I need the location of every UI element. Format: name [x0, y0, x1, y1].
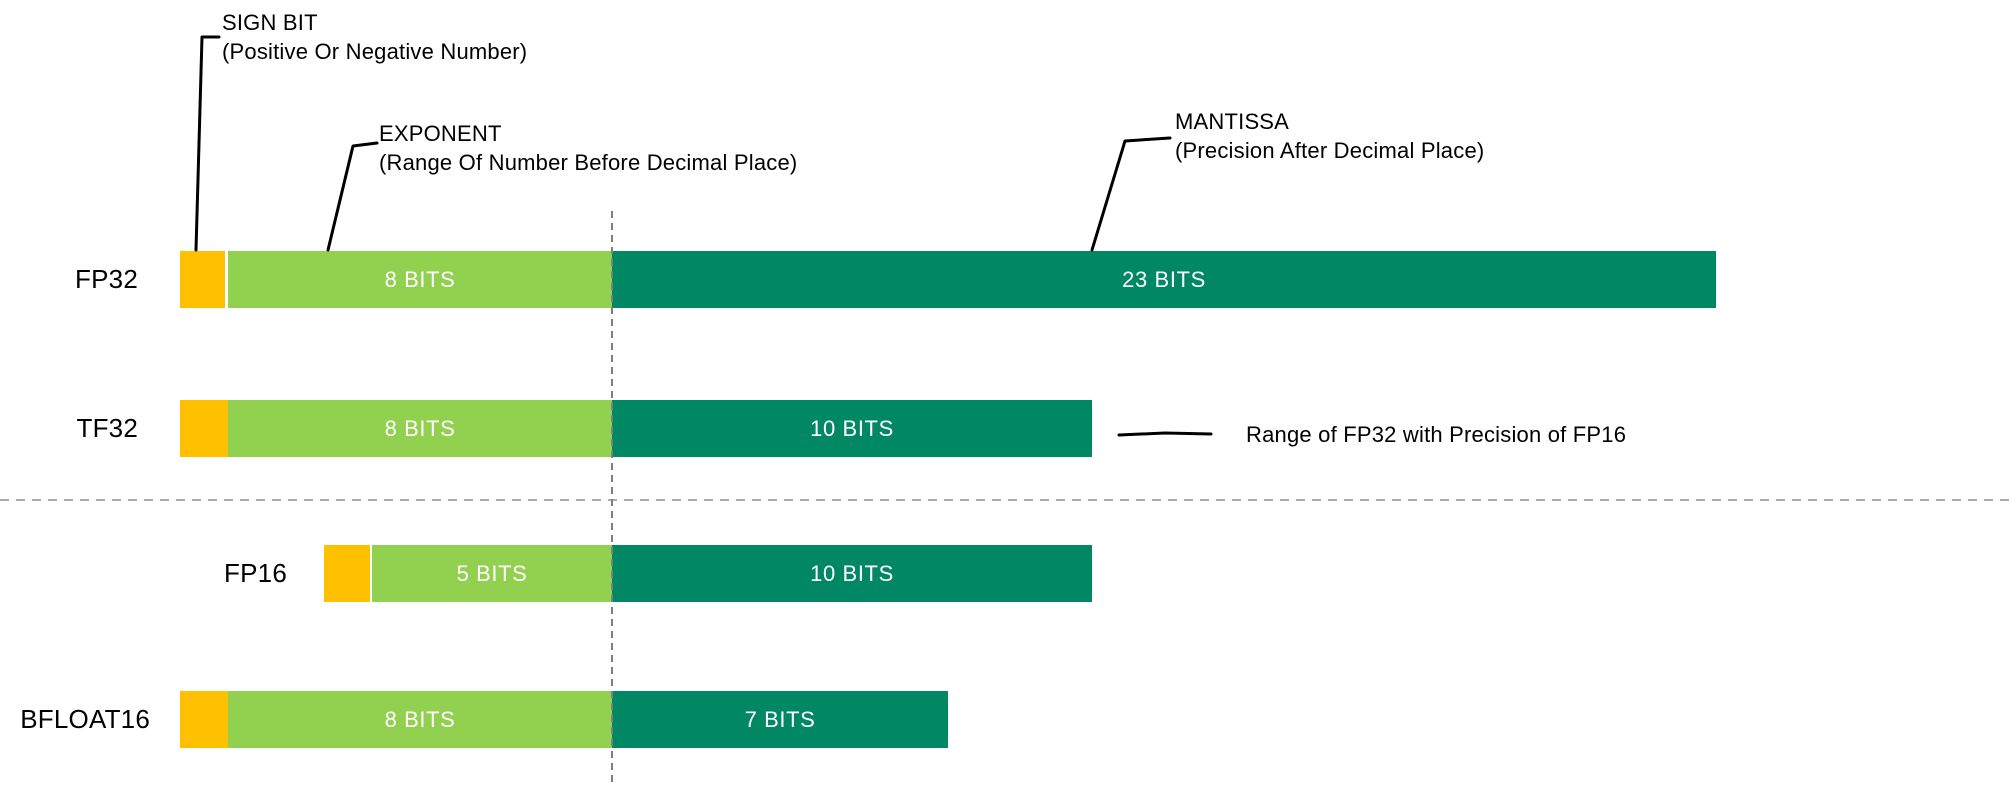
sign-bit-annotation: SIGN BIT (Positive Or Negative Number) — [222, 8, 527, 66]
mantissa-annotation: MANTISSA (Precision After Decimal Place) — [1175, 107, 1484, 165]
tf32-note-dash-line — [1117, 431, 1213, 437]
tf32-note: Range of FP32 with Precision of FP16 — [1246, 422, 1627, 447]
mantissa-segment: 10 BITS — [612, 400, 1092, 457]
format-label: BFLOAT16 — [20, 704, 150, 734]
exponent-segment: 8 BITS — [228, 400, 612, 457]
mantissa-bits-label: 10 BITS — [810, 560, 894, 586]
exponent-segment: 8 BITS — [228, 251, 612, 308]
sign-bit-leader-line — [194, 35, 221, 252]
sign-bit-annotation-subtitle: (Positive Or Negative Number) — [222, 39, 528, 64]
mantissa-segment: 10 BITS — [612, 545, 1092, 602]
mantissa-segment: 7 BITS — [612, 691, 948, 748]
sign-bit-segment — [180, 251, 225, 308]
exponent-bits-label: 5 BITS — [456, 560, 528, 586]
sign-bit-segment — [180, 400, 228, 457]
mantissa-annotation-title: MANTISSA — [1175, 109, 1290, 134]
format-label: FP32 — [75, 264, 138, 294]
sign-bit-segment — [180, 691, 228, 748]
mantissa-bits-label: 10 BITS — [810, 415, 894, 441]
sign-bit-segment — [324, 545, 370, 602]
sign-bit-annotation-title: SIGN BIT — [222, 10, 318, 35]
exponent-bits-label: 8 BITS — [384, 415, 456, 441]
exponent-annotation: EXPONENT (Range Of Number Before Decimal… — [379, 119, 797, 177]
exponent-annotation-title: EXPONENT — [379, 121, 502, 146]
exponent-bits-label: 8 BITS — [384, 706, 456, 732]
mantissa-bits-label: 7 BITS — [744, 706, 816, 732]
exponent-annotation-subtitle: (Range Of Number Before Decimal Place) — [379, 150, 798, 175]
mantissa-annotation-subtitle: (Precision After Decimal Place) — [1175, 138, 1485, 163]
mantissa-segment: 23 BITS — [612, 251, 1716, 308]
exponent-bits-label: 8 BITS — [384, 266, 456, 292]
exponent-segment: 5 BITS — [372, 545, 612, 602]
mantissa-leader-line — [1090, 136, 1172, 252]
exponent-segment: 8 BITS — [228, 691, 612, 748]
format-label: TF32 — [76, 413, 138, 443]
format-label: FP16 — [224, 558, 287, 588]
exponent-leader-line — [326, 141, 379, 252]
mantissa-bits-label: 23 BITS — [1122, 266, 1206, 292]
